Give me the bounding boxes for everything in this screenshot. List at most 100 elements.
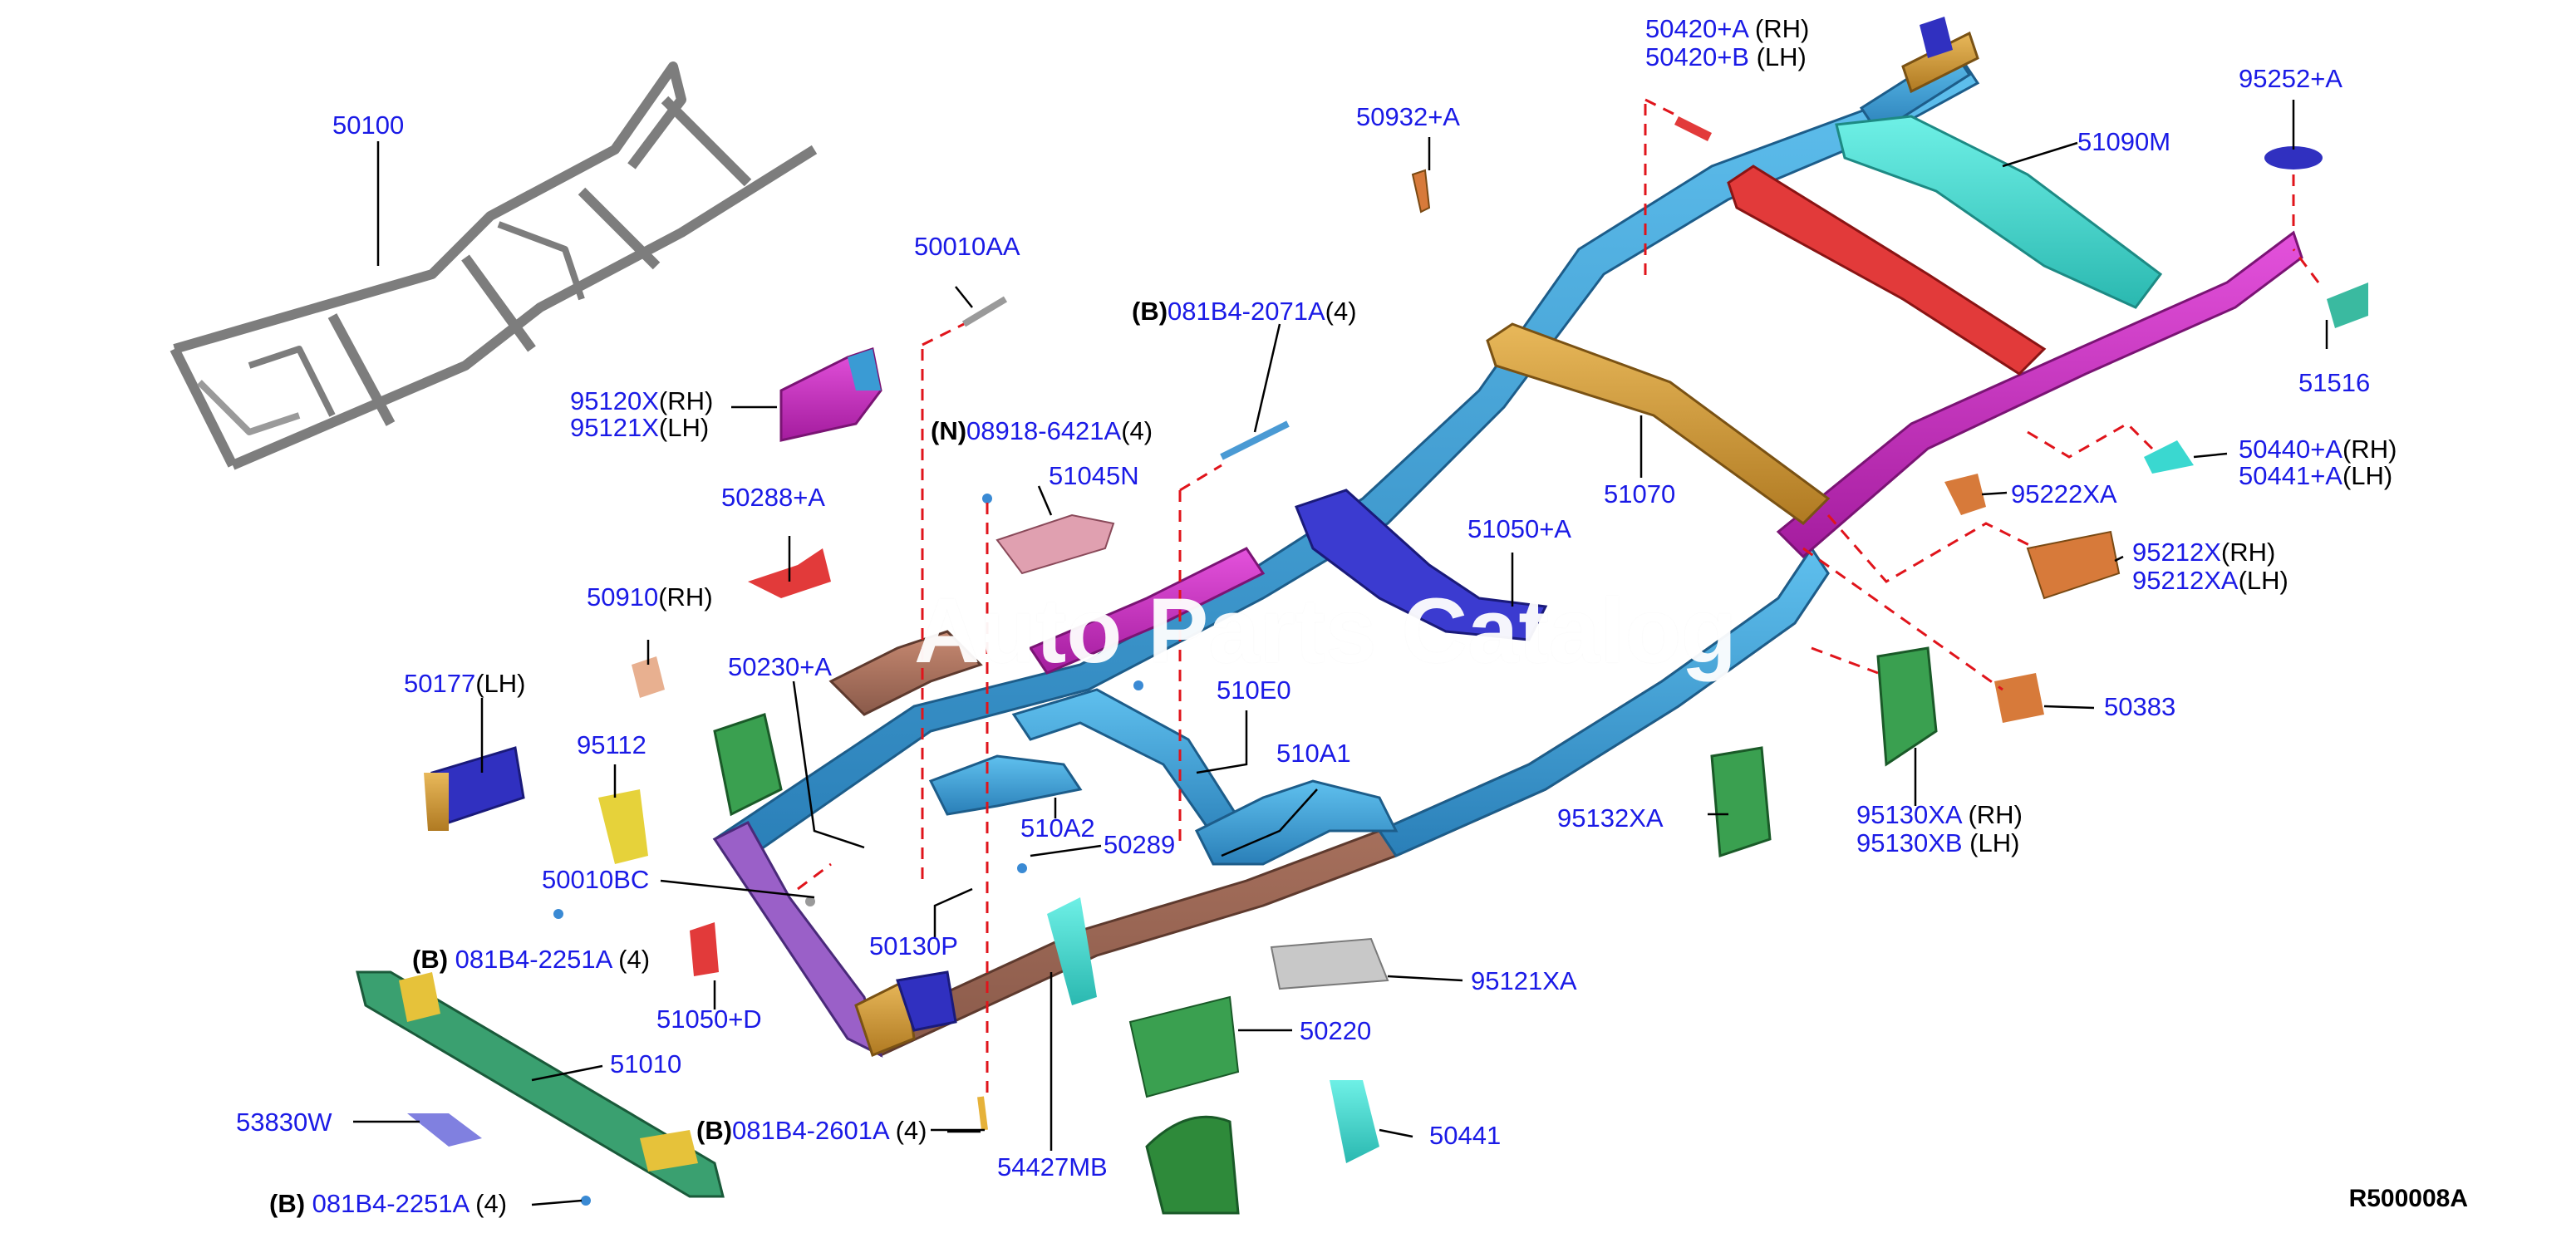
callout-51090m: 51090M bbox=[2077, 128, 2170, 156]
callout-qualifier: (RH) bbox=[658, 582, 713, 612]
callout-part-number: 95121X bbox=[570, 413, 659, 442]
part-95222xa bbox=[1944, 474, 1986, 515]
callout-50010bc: 50010BC bbox=[542, 866, 649, 894]
part-50383 bbox=[1994, 673, 2044, 723]
callout-95121xa: 95121XA bbox=[1471, 967, 1577, 995]
callout-50440a: 50440+A(RH) bbox=[2239, 435, 2397, 464]
callout-qualifier: (4) bbox=[468, 1189, 508, 1218]
callout-part-number: 50420+A bbox=[1645, 14, 1748, 43]
callout-part-number: 50010BC bbox=[542, 865, 650, 894]
leader-lines bbox=[353, 100, 2328, 1206]
callout-part-number: 51050+D bbox=[656, 1005, 762, 1034]
callout-54427mb: 54427MB bbox=[997, 1153, 1108, 1181]
part-51045n bbox=[995, 513, 1115, 575]
callout-part-number: 510A1 bbox=[1276, 739, 1351, 768]
bolt-50010aa bbox=[961, 296, 1008, 327]
part-95252 bbox=[2264, 146, 2323, 169]
callout-50383: 50383 bbox=[2104, 693, 2175, 721]
callout-50220: 50220 bbox=[1300, 1017, 1371, 1045]
callout-part-number: 95121XA bbox=[1471, 966, 1577, 995]
frame-assembly-thumbnail bbox=[170, 61, 818, 470]
callout-53830w: 53830W bbox=[236, 1108, 332, 1137]
callout-qualifier: (4) bbox=[611, 945, 651, 974]
callout-part-number: 54427MB bbox=[997, 1152, 1108, 1181]
rear-rail-magenta bbox=[1776, 230, 2303, 559]
alignment-lines bbox=[797, 98, 2320, 1097]
callout-part-number: 95130XB bbox=[1856, 828, 1963, 857]
callout-part-number: 95212X bbox=[2132, 538, 2221, 567]
callout-95130xb: 95130XB (LH) bbox=[1856, 829, 2019, 857]
callout-prefix: (B) bbox=[696, 1116, 733, 1145]
callout-part-number: 95130XA bbox=[1856, 800, 1961, 829]
bolt-081b4-2601a bbox=[977, 1096, 988, 1131]
callout-95121x: 95121X(LH) bbox=[570, 414, 709, 442]
callout-qualifier: (4) bbox=[1325, 297, 1357, 326]
callout-part-number: 50220 bbox=[1300, 1016, 1372, 1045]
callout-part-number: 50010AA bbox=[914, 232, 1020, 261]
callout-95120x: 95120X(RH) bbox=[570, 387, 713, 415]
part-51516 bbox=[2327, 282, 2368, 328]
part-54427mb bbox=[1145, 1115, 1240, 1215]
callout-95132xa: 95132XA bbox=[1557, 804, 1664, 833]
callout-qualifier: (LH) bbox=[1962, 828, 2020, 857]
callout-50441: 50441 bbox=[1429, 1122, 1501, 1150]
part-95130 bbox=[1876, 646, 1938, 767]
callout-part-number: 50177 bbox=[404, 669, 476, 698]
callout-part-number: 95132XA bbox=[1557, 803, 1664, 833]
callout-510e0: 510E0 bbox=[1217, 676, 1291, 705]
callout-50420-lh: 50420+B (LH) bbox=[1645, 43, 1807, 71]
callout-part-number: 95212XA bbox=[2132, 566, 2239, 595]
callout-part-number: 95222XA bbox=[2011, 479, 2117, 508]
bolt-081b4-2251a-bottom bbox=[581, 1196, 591, 1206]
front-crossmember-510a2 bbox=[928, 754, 1083, 816]
bolt-081b4-2071a bbox=[1220, 420, 1290, 460]
callout-50177: 50177(LH) bbox=[404, 670, 526, 698]
callout-qualifier: (LH) bbox=[2238, 566, 2288, 595]
callout-50010aa: 50010AA bbox=[914, 233, 1020, 261]
callout-51010: 51010 bbox=[610, 1050, 681, 1078]
callout-prefix: (B) bbox=[269, 1189, 312, 1218]
callout-081b4-2251a-top: (B) 081B4-2251A (4) bbox=[412, 946, 650, 974]
callout-50441a: 50441+A(LH) bbox=[2239, 462, 2392, 490]
callout-part-number: 50420+B bbox=[1645, 42, 1749, 71]
watermark: Auto Parts Catalog bbox=[914, 580, 1738, 682]
callout-prefix: (B) bbox=[1132, 297, 1168, 326]
callout-081b4-2601a: (B)081B4-2601A (4) bbox=[696, 1117, 927, 1145]
callout-51050a: 51050+A bbox=[1467, 515, 1571, 543]
callout-part-number: 081B4-2071A bbox=[1168, 297, 1325, 326]
part-95132xa bbox=[1710, 746, 1772, 858]
callout-qualifier: (4) bbox=[887, 1116, 927, 1145]
part-50932 bbox=[1411, 169, 1431, 214]
callout-part-number: 51010 bbox=[610, 1049, 682, 1078]
part-95212x bbox=[2026, 530, 2121, 600]
callout-50288a: 50288+A bbox=[721, 484, 825, 512]
callout-qualifier: (RH) bbox=[1960, 800, 2023, 829]
red-crossmember bbox=[1727, 165, 2047, 376]
callout-qualifier: (4) bbox=[1121, 416, 1153, 445]
callout-95252: 95252+A bbox=[2239, 65, 2342, 93]
callout-50910: 50910(RH) bbox=[587, 583, 713, 612]
part-50440 bbox=[2144, 440, 2194, 474]
part-53830w bbox=[407, 1113, 482, 1147]
callout-part-number: 51090M bbox=[2077, 127, 2171, 156]
part-51050d bbox=[690, 922, 719, 976]
callout-part-number: 08918-6421A bbox=[966, 416, 1122, 445]
middle-crossmember-orange bbox=[1486, 322, 1831, 525]
callout-prefix: (N) bbox=[931, 416, 967, 445]
callout-part-number: 95120X bbox=[570, 386, 659, 415]
callout-part-number: 081B4-2601A bbox=[732, 1116, 888, 1145]
callout-qualifier: (RH) bbox=[2342, 435, 2397, 464]
callout-95222xa: 95222XA bbox=[2011, 480, 2117, 508]
callout-part-number: 51045N bbox=[1049, 461, 1139, 490]
part-50441 bbox=[1330, 1080, 1379, 1163]
callout-50100: 50100 bbox=[332, 111, 404, 140]
callout-51045n: 51045N bbox=[1049, 462, 1139, 490]
callout-part-number: 95252+A bbox=[2239, 64, 2342, 93]
callout-qualifier: (LH) bbox=[1748, 42, 1807, 71]
callout-part-number: 51070 bbox=[1604, 479, 1676, 508]
callout-part-number: 510A2 bbox=[1020, 813, 1095, 842]
part-50910 bbox=[632, 656, 665, 698]
callout-part-number: 081B4-2251A bbox=[312, 1189, 469, 1218]
callout-510a1: 510A1 bbox=[1276, 739, 1351, 768]
